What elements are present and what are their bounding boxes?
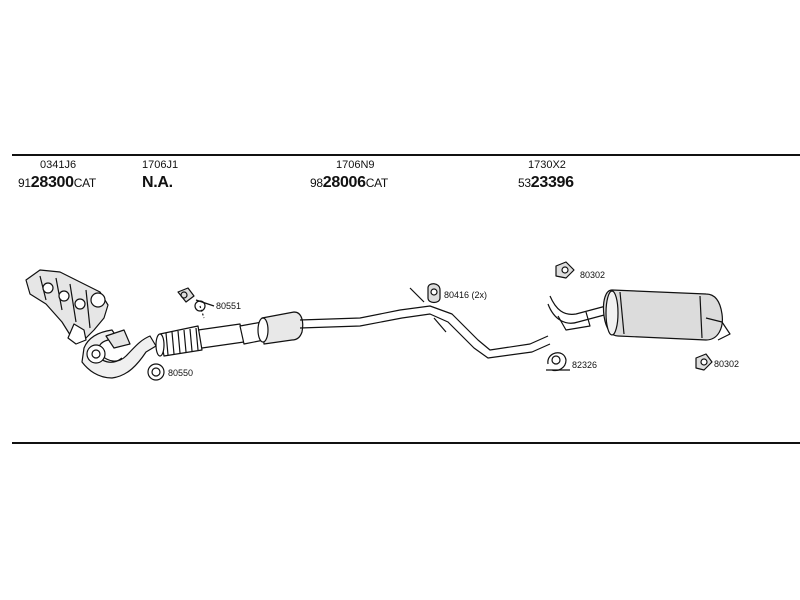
front-downpipe-drawing <box>81 329 157 379</box>
top-divider <box>12 154 800 156</box>
part-number: 9128300CAT <box>18 174 96 191</box>
header-column-manifold: 0341J6 9128300CAT <box>18 160 96 191</box>
bottom-divider <box>12 442 800 444</box>
label-80551: 80551 <box>216 301 241 311</box>
mount-80302-top-drawing <box>555 261 575 279</box>
part-number: 5323396 <box>518 174 574 191</box>
label-80302-bottom: 80302 <box>714 359 739 369</box>
part-code: 0341J6 <box>40 159 77 171</box>
part-code: 1730X2 <box>528 159 566 171</box>
clamp-80551-drawing <box>177 287 215 319</box>
hanger-80416-drawing <box>427 283 441 304</box>
exhaust-manifold-drawing <box>25 269 109 345</box>
header-column-flexpipe: 1706J1 N.A. <box>142 160 178 191</box>
part-code: 1706N9 <box>336 159 375 171</box>
gasket-80550-drawing <box>147 363 165 381</box>
label-80550: 80550 <box>168 368 193 378</box>
label-80416: 80416 (2x) <box>444 290 487 300</box>
mount-80302-bottom-drawing <box>695 353 713 371</box>
label-80302-top: 80302 <box>580 270 605 280</box>
clamp-82326-drawing <box>546 352 570 372</box>
part-number: 9828006CAT <box>310 174 388 191</box>
flex-pipe-drawing <box>155 323 245 357</box>
header-column-rear-silencer: 1730X2 5323396 <box>518 160 574 191</box>
part-number: N.A. <box>142 174 173 191</box>
middle-silencer-drawing <box>239 287 551 359</box>
header-column-middle-silencer: 1706N9 9828006CAT <box>310 160 388 191</box>
rear-silencer-drawing <box>547 289 731 341</box>
label-82326: 82326 <box>572 360 597 370</box>
part-code: 1706J1 <box>142 159 179 171</box>
